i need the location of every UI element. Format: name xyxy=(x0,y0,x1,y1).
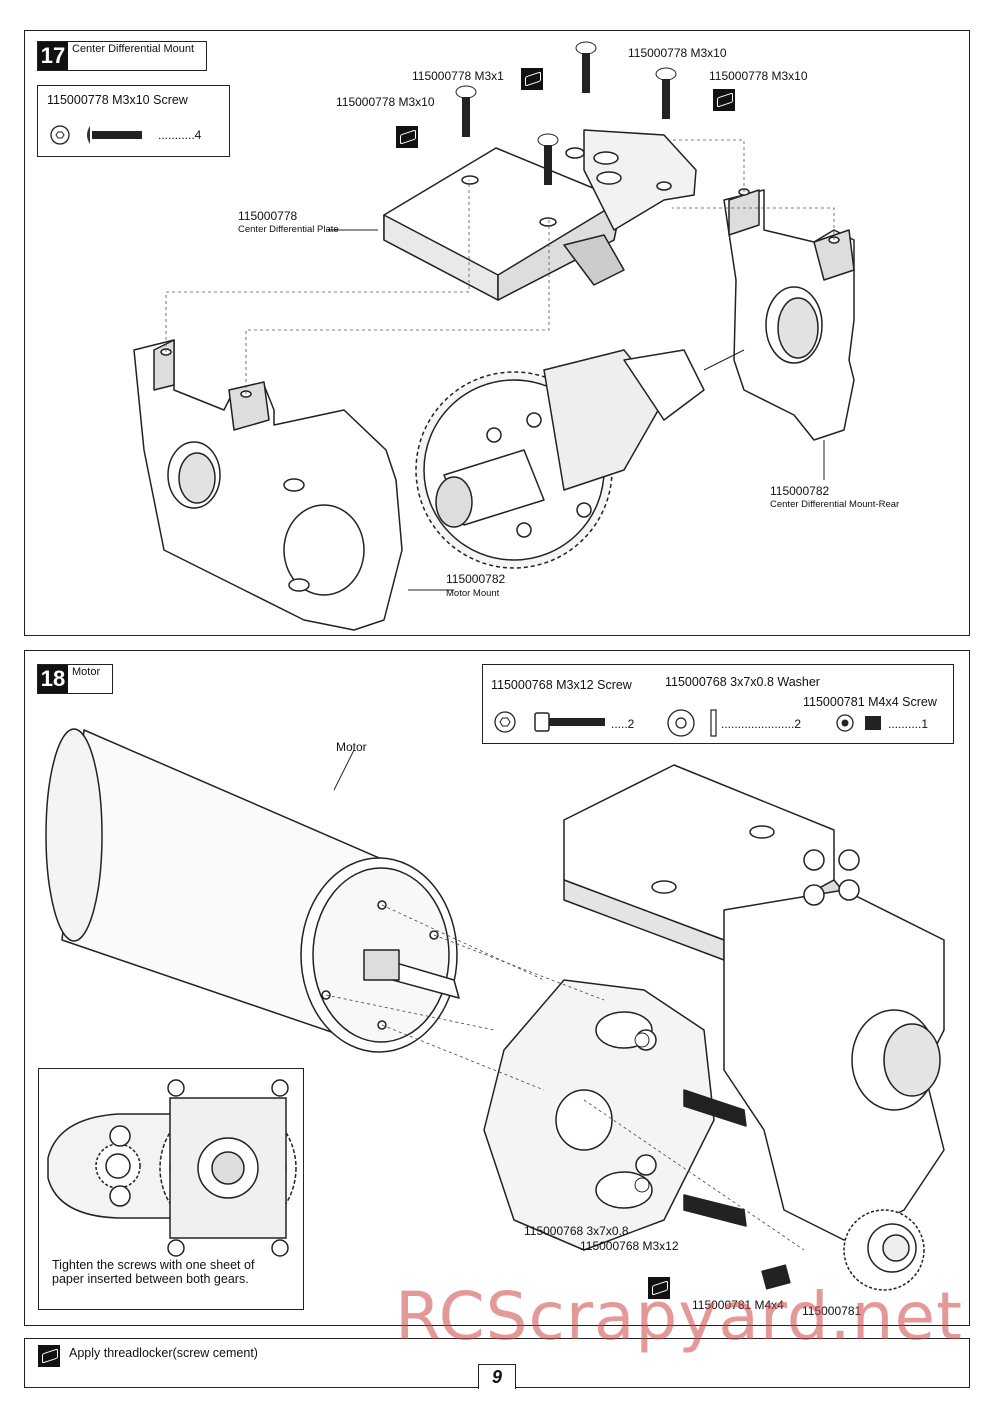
screw-icon xyxy=(50,125,142,145)
part-m3x12-title: 115000768 M3x12 Screw xyxy=(491,678,632,692)
part-m4x4-qty: ..........1 xyxy=(888,717,929,731)
screws xyxy=(455,41,677,185)
washer-icon xyxy=(667,709,717,737)
plate-code: 115000778 xyxy=(238,209,298,223)
threadlocker-icon xyxy=(648,1277,670,1299)
threadlocker-icon xyxy=(521,68,543,90)
pinion-label: 115000781 xyxy=(802,1304,862,1318)
part-m3x12-qty: .....2 xyxy=(611,717,635,731)
step-18-drawing xyxy=(45,728,945,1291)
motor-mount-name: Motor Mount xyxy=(446,588,500,599)
center-differential-plate xyxy=(383,129,697,301)
setscrew-label: 115000781 M4x4 xyxy=(692,1298,784,1312)
step-17-header: 17 Center Differential Mount xyxy=(37,41,207,71)
threadlocker-icon xyxy=(396,126,418,148)
motor-mount-code: 115000782 xyxy=(446,572,506,586)
parts-title: 115000778 M3x10 Screw xyxy=(47,93,188,107)
plate-name: Center Differential Plate xyxy=(238,224,339,235)
threadlocker-icon xyxy=(38,1345,60,1367)
page-number-text: 9 xyxy=(491,1367,502,1387)
step-18-parts-box: 115000768 M3x12 Screw 115000768 3x7x0.8 … xyxy=(482,664,954,744)
rear-mount-name: Center Differential Mount-Rear xyxy=(770,499,900,510)
step-17-drawing xyxy=(133,41,855,631)
step-title: Center Differential Mount xyxy=(72,43,195,55)
page-number: 9 xyxy=(478,1364,516,1389)
threadlocker-icon xyxy=(713,89,735,111)
set-screw-icon xyxy=(836,714,881,732)
inset-note: Tighten the screws with one sheet of pap… xyxy=(52,1258,255,1286)
step-17-parts-box: 115000778 M3x10 Screw ...........4 xyxy=(37,85,230,157)
step-number: 18 xyxy=(38,665,68,693)
part-m4x4-title: 115000781 M4x4 Screw xyxy=(803,695,937,709)
washer-label: 115000768 3x7x0.8 xyxy=(524,1224,629,1238)
label-screw-c: 115000778 M3x10 xyxy=(709,69,808,83)
parts-qty: ...........4 xyxy=(158,128,202,142)
rear-mount-code: 115000782 xyxy=(770,484,830,498)
motor-label: Motor xyxy=(336,740,367,754)
center-differential-mount-rear xyxy=(723,188,855,441)
part-washer-qty: ......................2 xyxy=(721,717,802,731)
watermark: RCScrapyard.net xyxy=(395,1278,963,1355)
gearbox-assembly xyxy=(483,764,945,1291)
inset-gear-mesh-drawing xyxy=(47,1079,297,1257)
step-title: Motor xyxy=(72,666,101,678)
center-differential xyxy=(415,349,705,569)
label-screw-d: 115000778 M3x10 xyxy=(336,95,435,109)
motor xyxy=(45,728,460,1053)
step-18-header: 18 Motor xyxy=(37,664,113,694)
part-washer-title: 115000768 3x7x0.8 Washer xyxy=(665,675,820,689)
threadlocker-note: Apply threadlocker(screw cement) xyxy=(69,1346,258,1360)
step-number: 17 xyxy=(38,42,68,70)
hex-head-icon xyxy=(494,711,605,733)
screw-label: 115000768 M3x12 xyxy=(580,1239,679,1253)
label-screw-b: 115000778 M3x1 xyxy=(412,69,504,83)
motor-mount xyxy=(133,339,403,631)
label-screw-a: 115000778 M3x10 xyxy=(628,46,727,60)
